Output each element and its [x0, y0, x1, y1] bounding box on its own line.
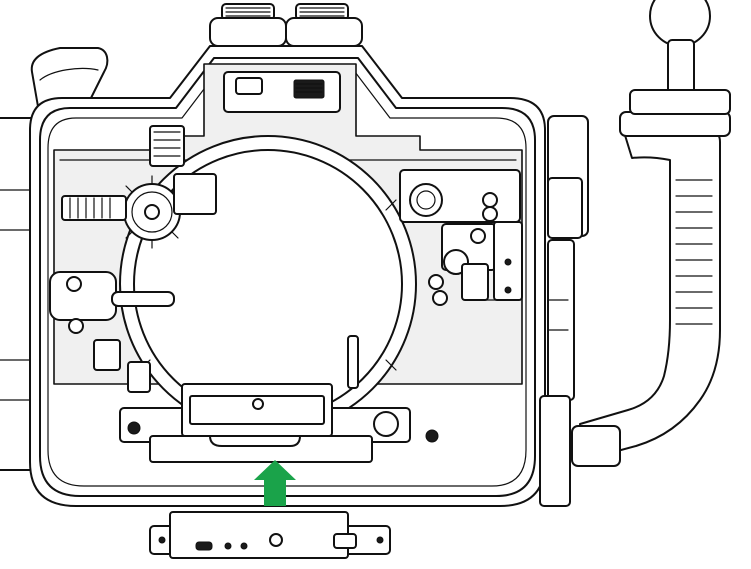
left-lever-icon: [49, 271, 175, 393]
right-gear-mechanism-icon: [399, 169, 523, 306]
right-side-panel-icon: [539, 115, 589, 507]
top-dial-left-icon: [209, 3, 287, 47]
top-dial-right-icon: [285, 3, 363, 47]
tray-plate-icon: [119, 335, 439, 463]
ball-mount-icon: [629, 0, 731, 115]
connector-module-icon: [149, 511, 391, 559]
insert-arrow-icon: [254, 460, 296, 506]
grip-handle-icon: [571, 93, 731, 467]
gear-icon: [61, 125, 217, 249]
